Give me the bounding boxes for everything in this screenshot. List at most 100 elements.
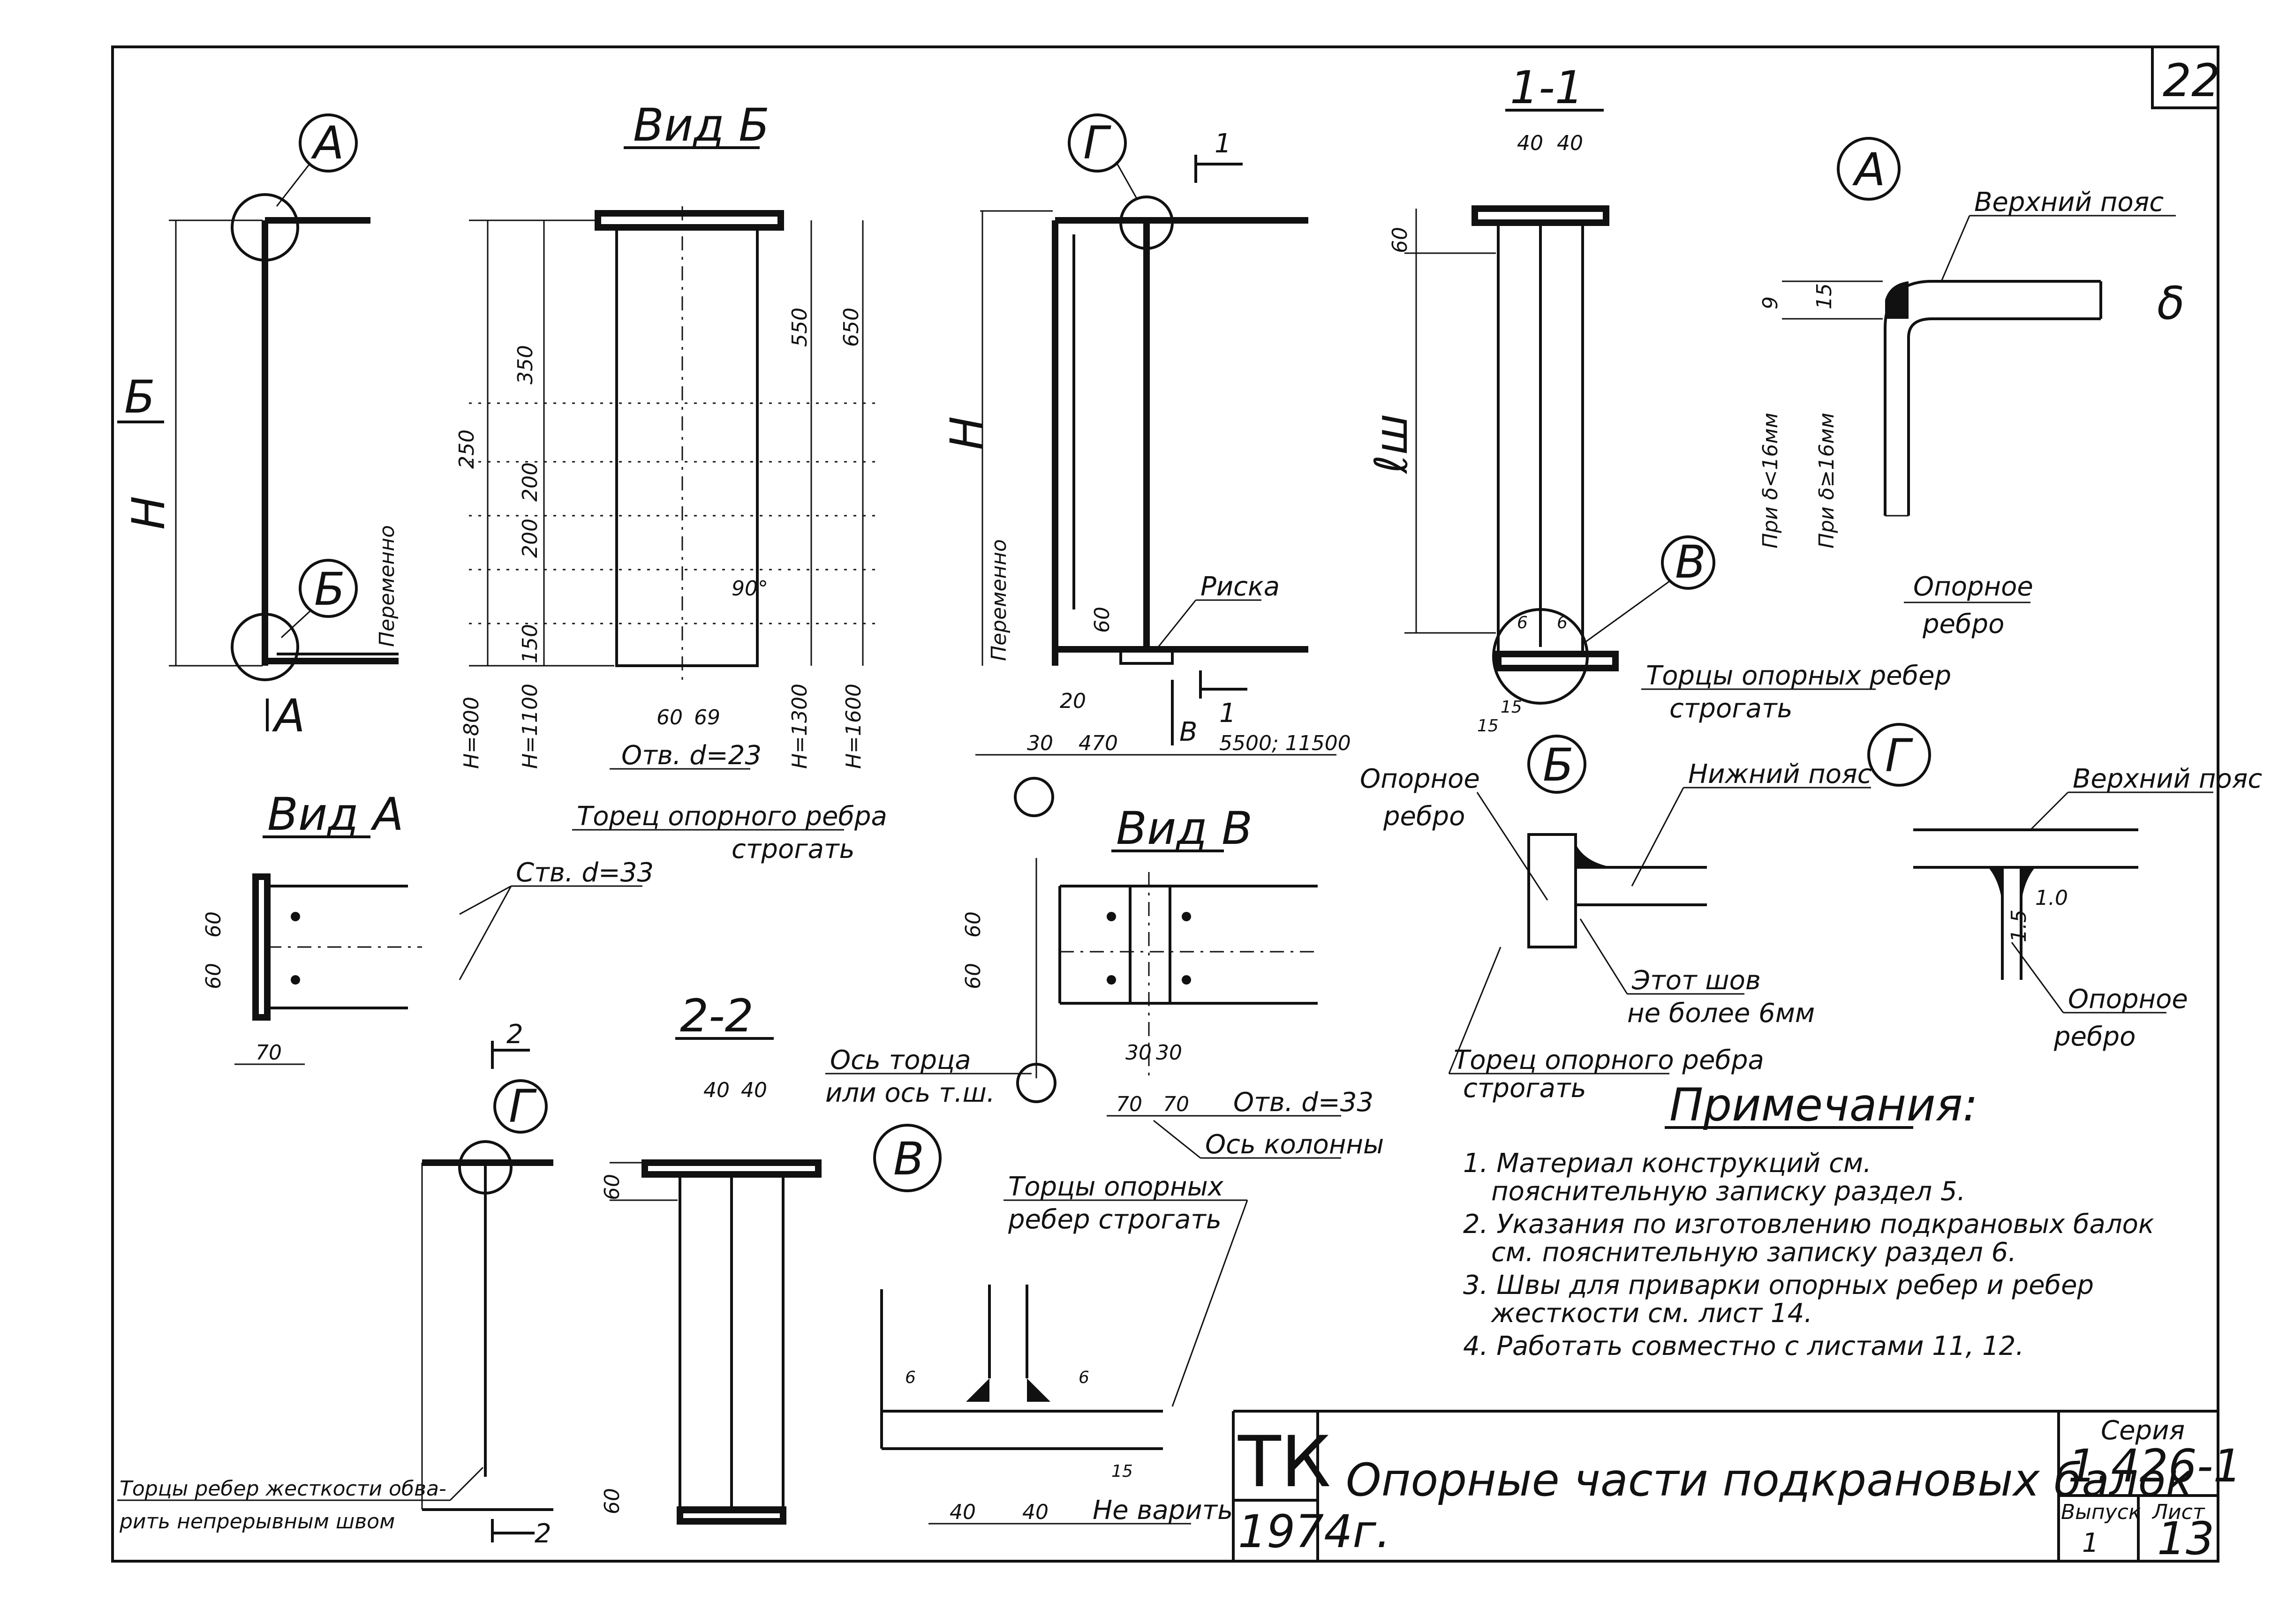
detail-b: Б Нижний пояс Опорное ребро Этот шов не … [1360, 735, 1872, 1104]
dim-90deg: 90° [732, 577, 768, 601]
label-delta: δ [2157, 277, 2185, 330]
note-line-2: пояснительную записку раздел 5. [1491, 1176, 1965, 1207]
label-torets-detail-b: Торец опорного ребра [1454, 1045, 1764, 1075]
section-1-1: 1-1 В 40 40 60 ℓш 6 6 15 15 Торцы опорны… [1365, 61, 1951, 736]
section-mark-1-top: 1 [1215, 128, 1231, 159]
weld-6-v-a: 6 [905, 1368, 916, 1387]
section-mark-1-bottom: 1 [1219, 698, 1236, 729]
label-tortsy-reber-2: рить непрерывным швом [119, 1510, 395, 1534]
dim-60-mid: 60 [1090, 607, 1114, 633]
label-reber-strogat: ребер строгать [1008, 1204, 1222, 1235]
label-ne-bolee-6mm: не более 6мм [1627, 998, 1815, 1029]
weld-6-a: 6 [1517, 613, 1528, 632]
section-mark-2-top: 2 [506, 1019, 523, 1050]
section-mark-v: В [1179, 717, 1197, 747]
axis-bubble-1 [1014, 777, 1054, 817]
title-block-sheet-value: 13 [2157, 1512, 2214, 1565]
label-etot-shov: Этот шов [1631, 965, 1761, 996]
dim-30-mid: 30 [1027, 731, 1053, 755]
detail-g-label: Г [1885, 729, 1913, 782]
detail-v: 6 6 40 40 15 Не варить Торцы опорных реб… [880, 1172, 1248, 1526]
dim-550: 550 [788, 308, 812, 347]
dim-40-a: 40 [1517, 131, 1543, 155]
dim-60-vid-a-1: 60 [202, 911, 226, 938]
view-vid-b: Вид Б 250 350 550 650 200 200 150 H=800 … [455, 99, 887, 865]
note-line-3: 2. Указания по изготовлению подкрановых … [1463, 1209, 2154, 1240]
note-line-4: см. пояснительную записку раздел 6. [1491, 1237, 2016, 1268]
label-pri-ge16: При δ≥16мм [1815, 413, 1839, 549]
dim-h1600: H=1600 [842, 684, 866, 769]
notes: Примечания: 1. Материал конструкций см. … [1463, 1079, 2154, 1361]
label-opornoe-b: Опорное [1360, 764, 1480, 794]
dim-250: 250 [455, 429, 479, 469]
callout-bubble-v-large [873, 1124, 942, 1192]
callout-a-label: А [310, 117, 344, 169]
label-opornoe-g: Опорное [2068, 984, 2188, 1015]
dim-40-v-a: 40 [950, 1500, 976, 1524]
title-block-issue-value: 1 [2082, 1528, 2099, 1558]
detail-b-bubble [1527, 735, 1586, 794]
dim-20: 20 [1060, 689, 1086, 713]
callout-circle-g-bottom [458, 1140, 513, 1195]
detail-a: А Верхний пояс δ 9 15 При δ<16мм При δ≥1… [1758, 137, 2185, 639]
section-1-1-title: 1-1 [1510, 61, 1584, 114]
label-riska: Риска [1200, 571, 1280, 602]
dim-span: 5500; 11500 [1219, 731, 1351, 755]
label-lsh: ℓш [1365, 414, 1418, 475]
label-otv-d23: Отв. d=23 [621, 740, 762, 771]
label-os-kolonny: Ось колонны [1205, 1129, 1384, 1160]
dim-h800: H=800 [460, 697, 483, 769]
callout-circle-b [231, 613, 299, 681]
label-strogat-1-1: строгать [1669, 693, 1793, 724]
detail-b-label: Б [1543, 739, 1574, 791]
dim-1-0: 1.0 [2035, 886, 2068, 910]
view-vid-a: Вид А 60 60 70 Ств. d=33 [202, 788, 654, 1065]
label-h-left: H [122, 496, 175, 530]
weld-6-b: 6 [1557, 613, 1568, 632]
left-elevation: А Б H Переменно Б А [117, 113, 399, 742]
title-block-series-value: 1.426-1 [2068, 1440, 2242, 1492]
label-nizhniy-poyas: Нижний пояс [1688, 759, 1872, 789]
detail-a-label: А [1852, 143, 1886, 196]
view-vid-v-title: Вид В [1116, 802, 1253, 855]
dim-1-5: 1.5 [2007, 910, 2031, 942]
dim-150-b: 150 [518, 624, 542, 663]
callout-bubble-v [1661, 535, 1715, 590]
label-rebro-a: ребро [1922, 609, 2004, 639]
label-rebro-g: ребро [2053, 1022, 2136, 1052]
dim-15-a: 15 [1477, 716, 1499, 736]
note-line-7: 4. Работать совместно с листами 11, 12. [1463, 1331, 2024, 1361]
section-arrow-a: А [272, 690, 305, 742]
callout-b-label: Б [314, 563, 345, 616]
callout-v-large-label: В [893, 1133, 924, 1185]
label-ne-varit: Не варить [1093, 1495, 1233, 1526]
dim-h1100: H=1100 [518, 684, 542, 769]
sheet-number: 22 [2163, 54, 2220, 107]
dim-60-vid-a-2: 60 [202, 963, 226, 989]
dim-200-a: 200 [518, 462, 542, 502]
callout-g-label: Г [1083, 117, 1111, 169]
dim-70-vid-v-2: 70 [1163, 1092, 1189, 1116]
dim-70-vid-v-1: 70 [1116, 1092, 1142, 1116]
bottom-left-elevation: Г 2 2 Торцы ребер жесткости обва- рить н… [117, 1019, 553, 1549]
callout-v-label: В [1675, 536, 1706, 588]
dim-60-vid-v-1: 60 [961, 911, 985, 938]
dim-40-v-b: 40 [1022, 1500, 1049, 1524]
label-peremenno-left: Переменно [375, 525, 399, 647]
label-os-tortsa: Ось торца [830, 1045, 971, 1075]
title-block-year: 1974г. [1238, 1505, 1390, 1558]
dim-60: 60 [657, 706, 683, 729]
dim-200-b: 200 [518, 519, 542, 558]
view-vid-b-title: Вид Б [633, 99, 770, 151]
dim-60-2-2-top: 60 [600, 1174, 624, 1200]
dim-470: 470 [1079, 731, 1118, 755]
callout-bubble-a [299, 113, 358, 173]
detail-a-bubble [1837, 137, 1901, 201]
dim-15-b: 15 [1501, 698, 1522, 717]
label-tortsy-opornykh-reber: Торцы опорных ребер [1646, 661, 1951, 691]
view-vid-a-title: Вид А [267, 788, 404, 841]
callout-bubble-g-bottom [493, 1079, 548, 1134]
dim-40-2-2-a: 40 [703, 1078, 730, 1102]
title-block-series-label: Серия [2101, 1415, 2185, 1446]
